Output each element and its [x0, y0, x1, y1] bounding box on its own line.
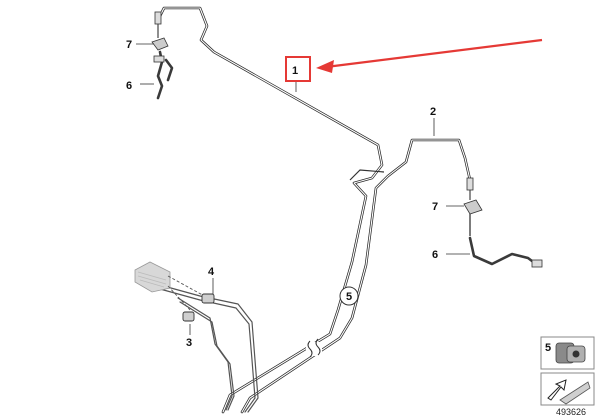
hose-assembly-right [463, 177, 543, 268]
legend-label-part-5: 5 [545, 342, 551, 354]
label-part-6-right: 6 [432, 249, 438, 261]
bracket-junction [349, 169, 385, 181]
brake-line-2 [240, 138, 472, 414]
highlight-box-part-1 [285, 56, 311, 82]
fitting-part-4 [201, 293, 215, 304]
legend-panel: 5 [540, 336, 595, 406]
label-part-7-right: 7 [432, 201, 438, 213]
fitting-part-3 [182, 311, 195, 322]
label-part-3: 3 [186, 337, 192, 349]
label-part-7-top: 7 [126, 39, 132, 51]
hydraulic-unit [134, 261, 171, 293]
svg-text:5: 5 [346, 291, 352, 303]
label-part-2: 2 [430, 106, 436, 118]
hose-assembly-top-left [151, 11, 174, 100]
diagram-number: 493626 [556, 407, 586, 417]
direction-arrow-icon [547, 379, 591, 405]
label-part-6-top: 6 [126, 80, 132, 92]
brake-line-1 [156, 6, 384, 414]
label-part-1: 1 [292, 65, 298, 77]
label-part-4: 4 [208, 266, 215, 278]
dashed-connection-lines [167, 275, 209, 311]
highlight-arrow-icon [316, 38, 543, 73]
brake-line-3 [177, 297, 235, 411]
brake-line-clip-icon [555, 342, 586, 364]
brake-line-4 [159, 284, 259, 413]
line-break-symbol [306, 338, 322, 358]
circled-label-part-5: 5 [339, 286, 359, 306]
